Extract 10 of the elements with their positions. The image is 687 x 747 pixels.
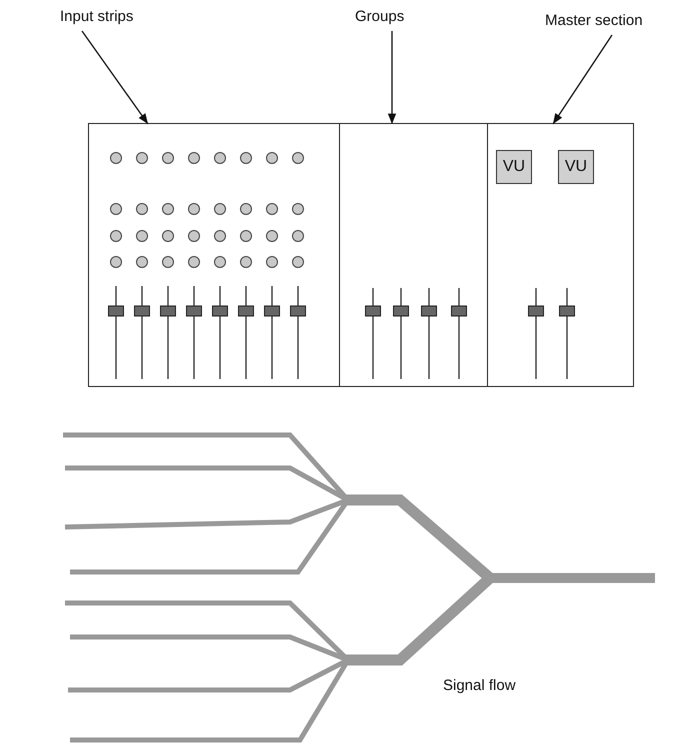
vu-meter: VU	[558, 150, 594, 184]
callout-label: Master section	[545, 12, 643, 29]
callout-label: Groups	[355, 8, 404, 25]
leader-arrow	[388, 31, 396, 124]
leader-arrow	[552, 34, 613, 124]
leader-arrow	[81, 30, 149, 124]
caption-label: Signal flow	[443, 677, 516, 694]
vu-meter: VU	[496, 150, 532, 184]
mixing-console-panel	[88, 123, 634, 387]
callout-label: Input strips	[60, 8, 134, 25]
